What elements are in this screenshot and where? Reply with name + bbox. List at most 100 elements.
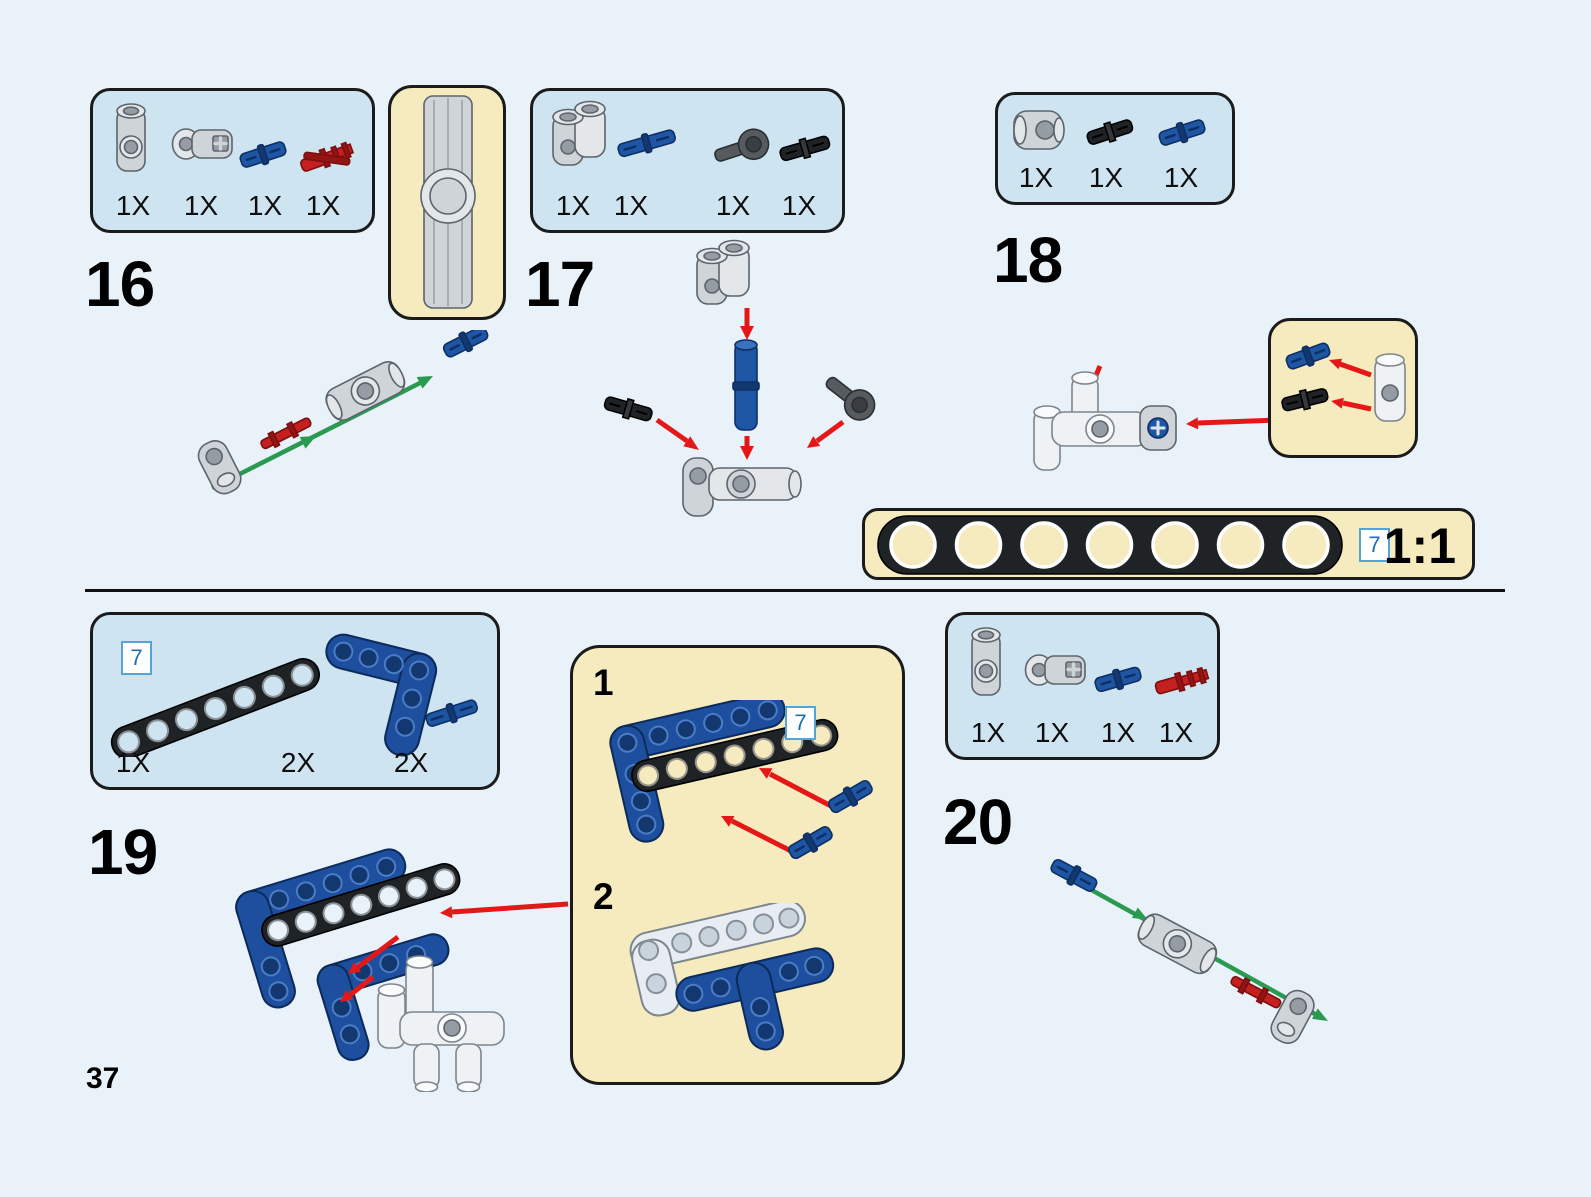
red-arrow — [1197, 417, 1277, 426]
step-20-assembly — [1050, 858, 1328, 1044]
green-arrowhead — [1312, 1008, 1328, 1021]
red-arrowhead — [348, 962, 362, 974]
bag-badge: 7 — [1359, 528, 1390, 562]
long-pin-blue-icon — [425, 699, 478, 727]
red-arrowhead — [1331, 397, 1344, 409]
red-arrowhead — [740, 326, 754, 340]
step-16-assembly — [197, 330, 489, 495]
red-arrow — [451, 901, 569, 915]
beam-stack — [235, 848, 461, 1009]
axle-pin-connector-icon — [1024, 654, 1086, 686]
part-count: 1X — [1163, 162, 1199, 193]
step-16-number: 16 — [85, 248, 155, 320]
red-arrowhead — [340, 990, 354, 1002]
page-number: 37 — [86, 1062, 120, 1095]
part-count: 1X — [305, 190, 341, 221]
red-arrowhead — [683, 436, 699, 450]
step-20-parts-box: 1X 1X 1X 1X — [945, 612, 1220, 760]
substep-1-label: 1 — [593, 662, 614, 703]
step-20-parts-art — [971, 627, 1210, 696]
step-17-parts-box: 1X 1X 1X 1X — [530, 88, 845, 233]
substep-callout-box: 1 — [570, 645, 905, 1085]
step-17-number: 17 — [525, 248, 595, 320]
pin-blue-icon — [442, 330, 489, 358]
red-arrowhead — [440, 906, 453, 919]
pin-connector-gray-icon — [1374, 353, 1406, 422]
green-arrowhead — [416, 376, 433, 389]
axle-connector-gray-icon — [1137, 913, 1218, 975]
pin-blue-icon — [788, 826, 833, 860]
substep-2-label: 2 — [593, 876, 614, 917]
red-arrowhead — [721, 816, 735, 827]
steering-link-1to1-icon — [420, 95, 476, 309]
red-arrow — [348, 975, 375, 997]
part-count: 1X — [715, 190, 751, 221]
axle-pin-red-icon — [1154, 666, 1210, 695]
pin-blue-icon — [1094, 666, 1142, 693]
assembly-18-parts — [1033, 371, 1177, 471]
part-count: 1X — [1034, 717, 1070, 748]
part-count: 1X — [115, 747, 151, 778]
scale-ratio-label: 1:1 — [1383, 518, 1456, 574]
step-17-assembly — [603, 239, 876, 517]
liftarm-l-blue-icon — [609, 700, 786, 843]
beam-7-1to1-icon — [877, 515, 1343, 575]
part-count: 1X — [970, 717, 1006, 748]
red-arrow — [356, 935, 400, 969]
axle-pin-connector-icon — [171, 128, 233, 160]
liftarm-l-white-icon — [629, 903, 806, 1017]
step-19-parts-art — [110, 633, 478, 757]
pin-with-bush-icon — [825, 376, 876, 421]
part-count: 1X — [183, 190, 219, 221]
step-18-parts-box: 1X 1X 1X — [995, 92, 1235, 205]
bag-badge: 7 — [785, 706, 816, 740]
red-arrow — [815, 419, 845, 444]
pin-blue-icon — [828, 780, 873, 814]
red-arrowhead — [740, 446, 754, 460]
part-count: 1X — [1100, 717, 1136, 748]
bag-badge: 7 — [121, 641, 152, 675]
red-arrowhead — [1186, 417, 1199, 430]
part-count: 1X — [247, 190, 283, 221]
substep-1-art — [609, 700, 873, 860]
red-arrow — [768, 771, 833, 809]
liftarm-l-blue-icon — [325, 633, 438, 757]
step-19-parts-box: 7 1X 2X 2X — [90, 612, 500, 790]
section-divider — [85, 589, 1505, 592]
frame-subassembly — [377, 955, 505, 1092]
axle-red-icon — [1230, 975, 1282, 1009]
step-18-assembly — [1033, 365, 1277, 471]
red-arrow — [1342, 400, 1372, 412]
step-20-number: 20 — [943, 786, 1013, 858]
part-count: 1X — [613, 190, 649, 221]
part-count: 1X — [555, 190, 591, 221]
pin-black-icon — [1281, 388, 1329, 412]
liftarm-l-blue-icon — [316, 933, 450, 1061]
part-count: 1X — [1088, 162, 1124, 193]
step-19-assembly — [235, 848, 569, 1092]
pin-black-icon — [603, 396, 653, 422]
step-16-actual-size-box — [388, 85, 506, 320]
green-arrowhead — [1132, 907, 1148, 920]
scale-bar: 7 1:1 — [862, 508, 1475, 580]
part-count: 1X — [1018, 162, 1054, 193]
subassembly-17 — [682, 457, 802, 517]
red-arrow — [1339, 361, 1372, 378]
step-18-callout-art — [1281, 342, 1406, 422]
pin-blue-icon — [239, 141, 287, 168]
pin-connector-perpendicular-icon — [971, 627, 1001, 696]
step-17-parts-art — [552, 100, 831, 166]
part-count: 1X — [781, 190, 817, 221]
step-19-number: 19 — [88, 816, 158, 888]
flat-liftarm-gray-icon — [197, 440, 242, 495]
part-count: 1X — [115, 190, 151, 221]
pin-connector-gray-icon — [1013, 110, 1065, 150]
red-arrow — [655, 417, 689, 444]
axle-red-fin-icon — [303, 151, 351, 166]
step-16-parts-box: 1X 1X 1X 1X — [90, 88, 375, 233]
double-pin-connector-icon — [552, 100, 606, 166]
step-16-parts-art — [116, 103, 355, 172]
pin-blue-icon — [1050, 858, 1098, 892]
part-count: 1X — [1158, 717, 1194, 748]
